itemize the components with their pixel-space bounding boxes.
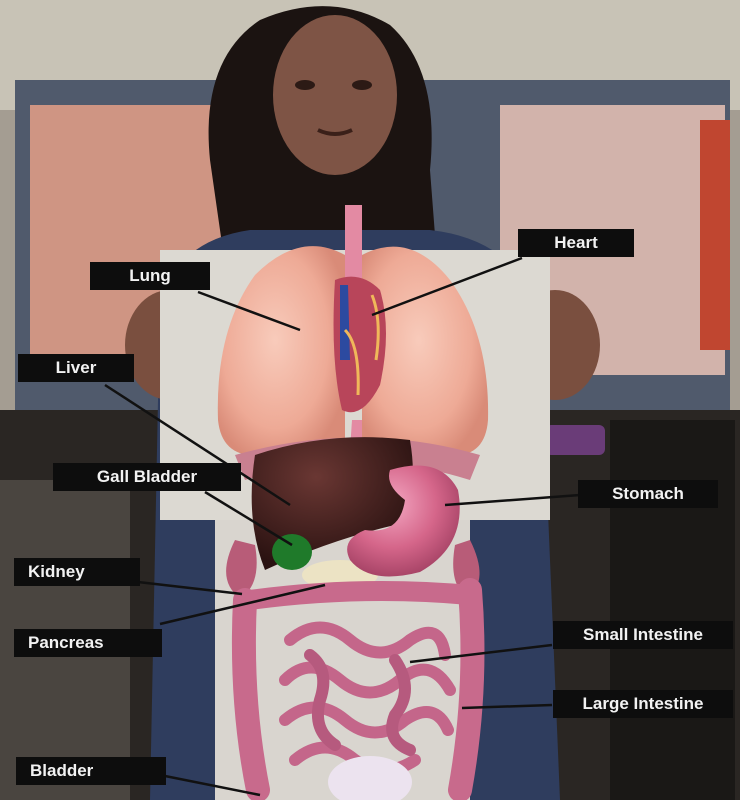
label-lung: Lung [90,262,210,290]
label-kidney: Kidney [14,558,140,586]
label-bladder: Bladder [16,757,166,785]
label-pancreas: Pancreas [14,629,162,657]
label-liver: Liver [18,354,134,382]
label-stomach: Stomach [578,480,718,508]
gall-bladder-3d [272,534,312,570]
label-large-intestine: Large Intestine [553,690,733,718]
label-heart: Heart [518,229,634,257]
label-small-intestine: Small Intestine [553,621,733,649]
label-gall-bladder: Gall Bladder [53,463,241,491]
